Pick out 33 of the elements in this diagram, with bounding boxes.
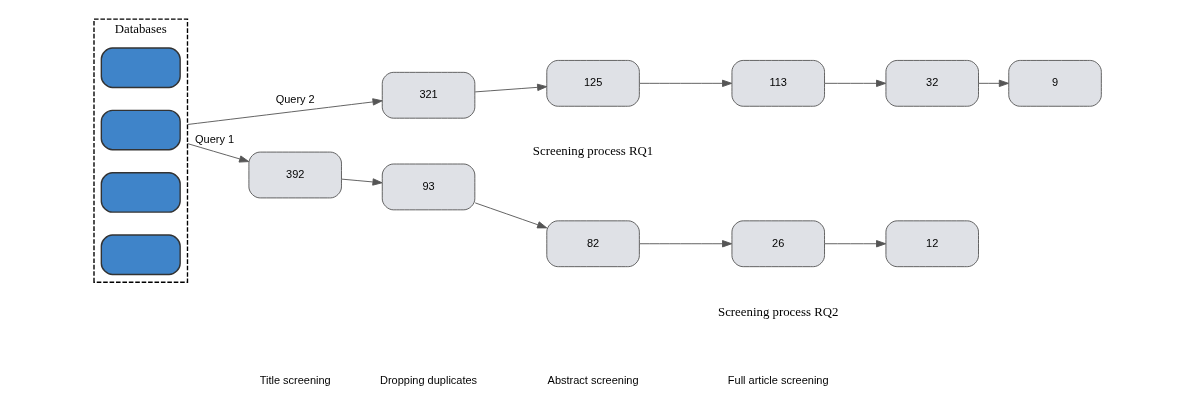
arrow [823, 240, 886, 248]
node-box: 9 [1007, 59, 1102, 107]
arrow [638, 240, 732, 248]
node-box: 125 [545, 59, 640, 107]
node-box: 26 [731, 220, 825, 268]
arrow [474, 83, 547, 93]
arrow [474, 202, 547, 229]
arrow [186, 143, 249, 163]
label: Screening process RQ2 [717, 304, 838, 319]
arrow [186, 98, 383, 125]
node-box: 82 [545, 220, 640, 268]
node-box: 321 [381, 71, 475, 119]
label: Abstract screening [547, 374, 639, 387]
arrow [638, 79, 732, 87]
node-box: 32 [884, 59, 979, 107]
arrow [977, 79, 1009, 87]
arrow [340, 178, 383, 186]
node-box [100, 234, 181, 276]
label: Title screening [259, 374, 331, 387]
node-box [100, 172, 181, 213]
label: Dropping duplicates [379, 374, 477, 387]
node-box: 113 [731, 59, 825, 107]
edge-label: Query 2 [275, 93, 315, 106]
label: Full article screening [727, 374, 829, 387]
cluster: Databases [92, 18, 188, 283]
node-box: 93 [381, 163, 475, 211]
node-box: 392 [247, 151, 342, 199]
edge-label: Query 1 [194, 133, 234, 146]
node-box: 12 [884, 220, 979, 268]
node-box [100, 109, 181, 151]
label: Screening process RQ1 [532, 144, 653, 159]
arrow [823, 79, 886, 87]
node-box [100, 47, 181, 89]
